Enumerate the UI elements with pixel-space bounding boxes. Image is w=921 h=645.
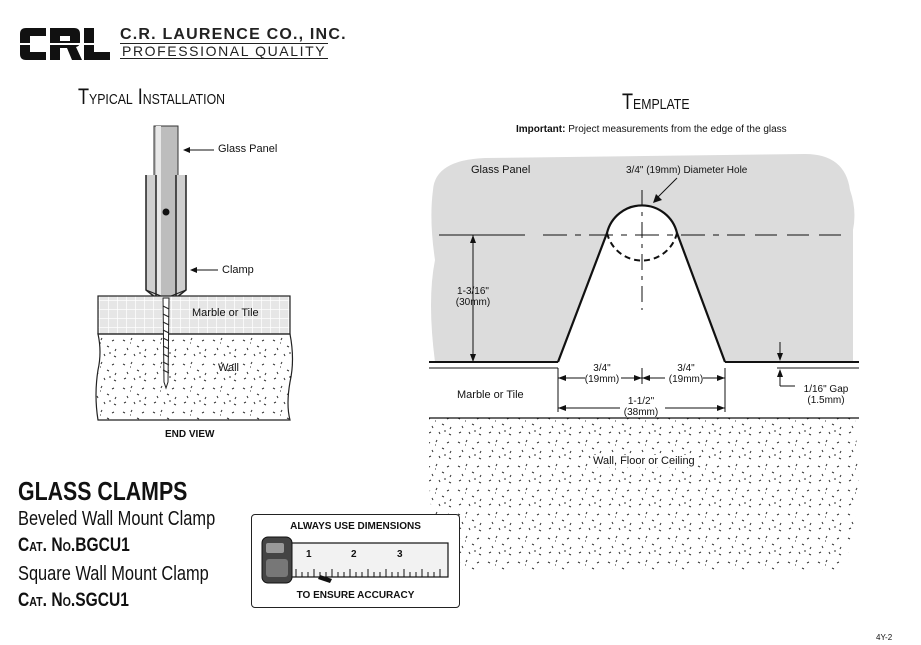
dim-gap-mm: (1.5mm) — [807, 395, 845, 406]
dim-height: 1-3/16" (30mm) — [449, 286, 497, 308]
dim-height-mm: (30mm) — [455, 297, 491, 308]
ruler-number-3: 3 — [397, 549, 403, 560]
dim-right-in: 3/4" — [677, 363, 695, 374]
badge-top-text: ALWAYS USE DIMENSIONS — [290, 521, 421, 532]
cat-no-1: BGCU1 — [75, 535, 130, 556]
dim-total: 1-1/2" (38mm) — [619, 396, 663, 418]
ruler-number-2: 2 — [351, 549, 357, 560]
page-id: 4Y-2 — [876, 633, 893, 642]
installation-title: Typical Installation — [78, 84, 226, 109]
accuracy-badge: ALWAYS USE DIMENSIONS 1 2 3 TO ENSURE AC… — [251, 514, 460, 608]
dim-right: 3/4" (19mm) — [664, 363, 708, 385]
wall-region — [429, 418, 859, 570]
anchor-screw — [162, 297, 170, 390]
dim-gap-in: 1/16" Gap — [803, 384, 849, 395]
product-item-name-1: Beveled Wall Mount Clamp — [18, 508, 216, 530]
cat-no-2: SGCU1 — [75, 590, 129, 611]
template-label-glass-panel: Glass Panel — [471, 164, 531, 176]
dim-height-in: 1-3/16" — [457, 286, 489, 297]
cat-prefix-1: Cat. No. — [18, 535, 76, 556]
tile-layer — [97, 295, 291, 335]
product-cat-2: Cat. No.SGCU1 — [18, 590, 129, 612]
template-diagram — [429, 154, 859, 570]
dim-right-mm: (19mm) — [668, 374, 704, 385]
template-note-bold: Important: — [516, 124, 566, 135]
label-wall: Wall — [218, 362, 239, 374]
crl-logo — [18, 28, 110, 60]
cat-prefix-2: Cat. No. — [18, 590, 76, 611]
label-end-view: END VIEW — [165, 429, 215, 440]
clamp-screw-top — [162, 208, 170, 216]
logo-letter-l — [84, 28, 110, 60]
dim-gap: 1/16" Gap (1.5mm) — [796, 384, 856, 406]
dim-left: 3/4" (19mm) — [580, 363, 624, 385]
dim-left-mm: (19mm) — [584, 374, 620, 385]
template-title: Template — [622, 89, 690, 114]
company-name: C.R. LAURENCE CO., INC. — [120, 26, 347, 43]
product-item-name-2: Square Wall Mount Clamp — [18, 563, 209, 585]
tape-measure-icon — [261, 536, 449, 584]
installation-diagram — [95, 125, 294, 421]
dim-left-in: 3/4" — [593, 363, 611, 374]
template-label-wall: Wall, Floor or Ceiling — [592, 455, 696, 467]
template-note: Important: Project measurements from the… — [516, 124, 787, 135]
badge-bottom-text: TO ENSURE ACCURACY — [296, 590, 415, 601]
label-marble: Marble or Tile — [192, 307, 259, 319]
label-glass-panel: Glass Panel — [218, 143, 278, 155]
clamp-shape — [145, 175, 187, 300]
logo-letter-c — [20, 28, 46, 60]
dim-total-in: 1-1/2" — [627, 396, 655, 407]
template-label-marble: Marble or Tile — [457, 389, 524, 401]
hole-circle-dashed — [606, 232, 678, 262]
label-clamp: Clamp — [222, 264, 254, 276]
product-cat-1: Cat. No.BGCU1 — [18, 535, 130, 557]
company-tagline: PROFESSIONAL QUALITY — [120, 43, 329, 59]
wall-layer — [95, 333, 294, 421]
ruler-number-1: 1 — [306, 549, 312, 560]
template-label-hole: 3/4" (19mm) Diameter Hole — [626, 165, 748, 176]
product-title: GLASS CLAMPS — [18, 476, 188, 506]
template-note-text: Project measurements from the edge of th… — [568, 124, 787, 135]
dim-total-mm: (38mm) — [623, 407, 659, 418]
